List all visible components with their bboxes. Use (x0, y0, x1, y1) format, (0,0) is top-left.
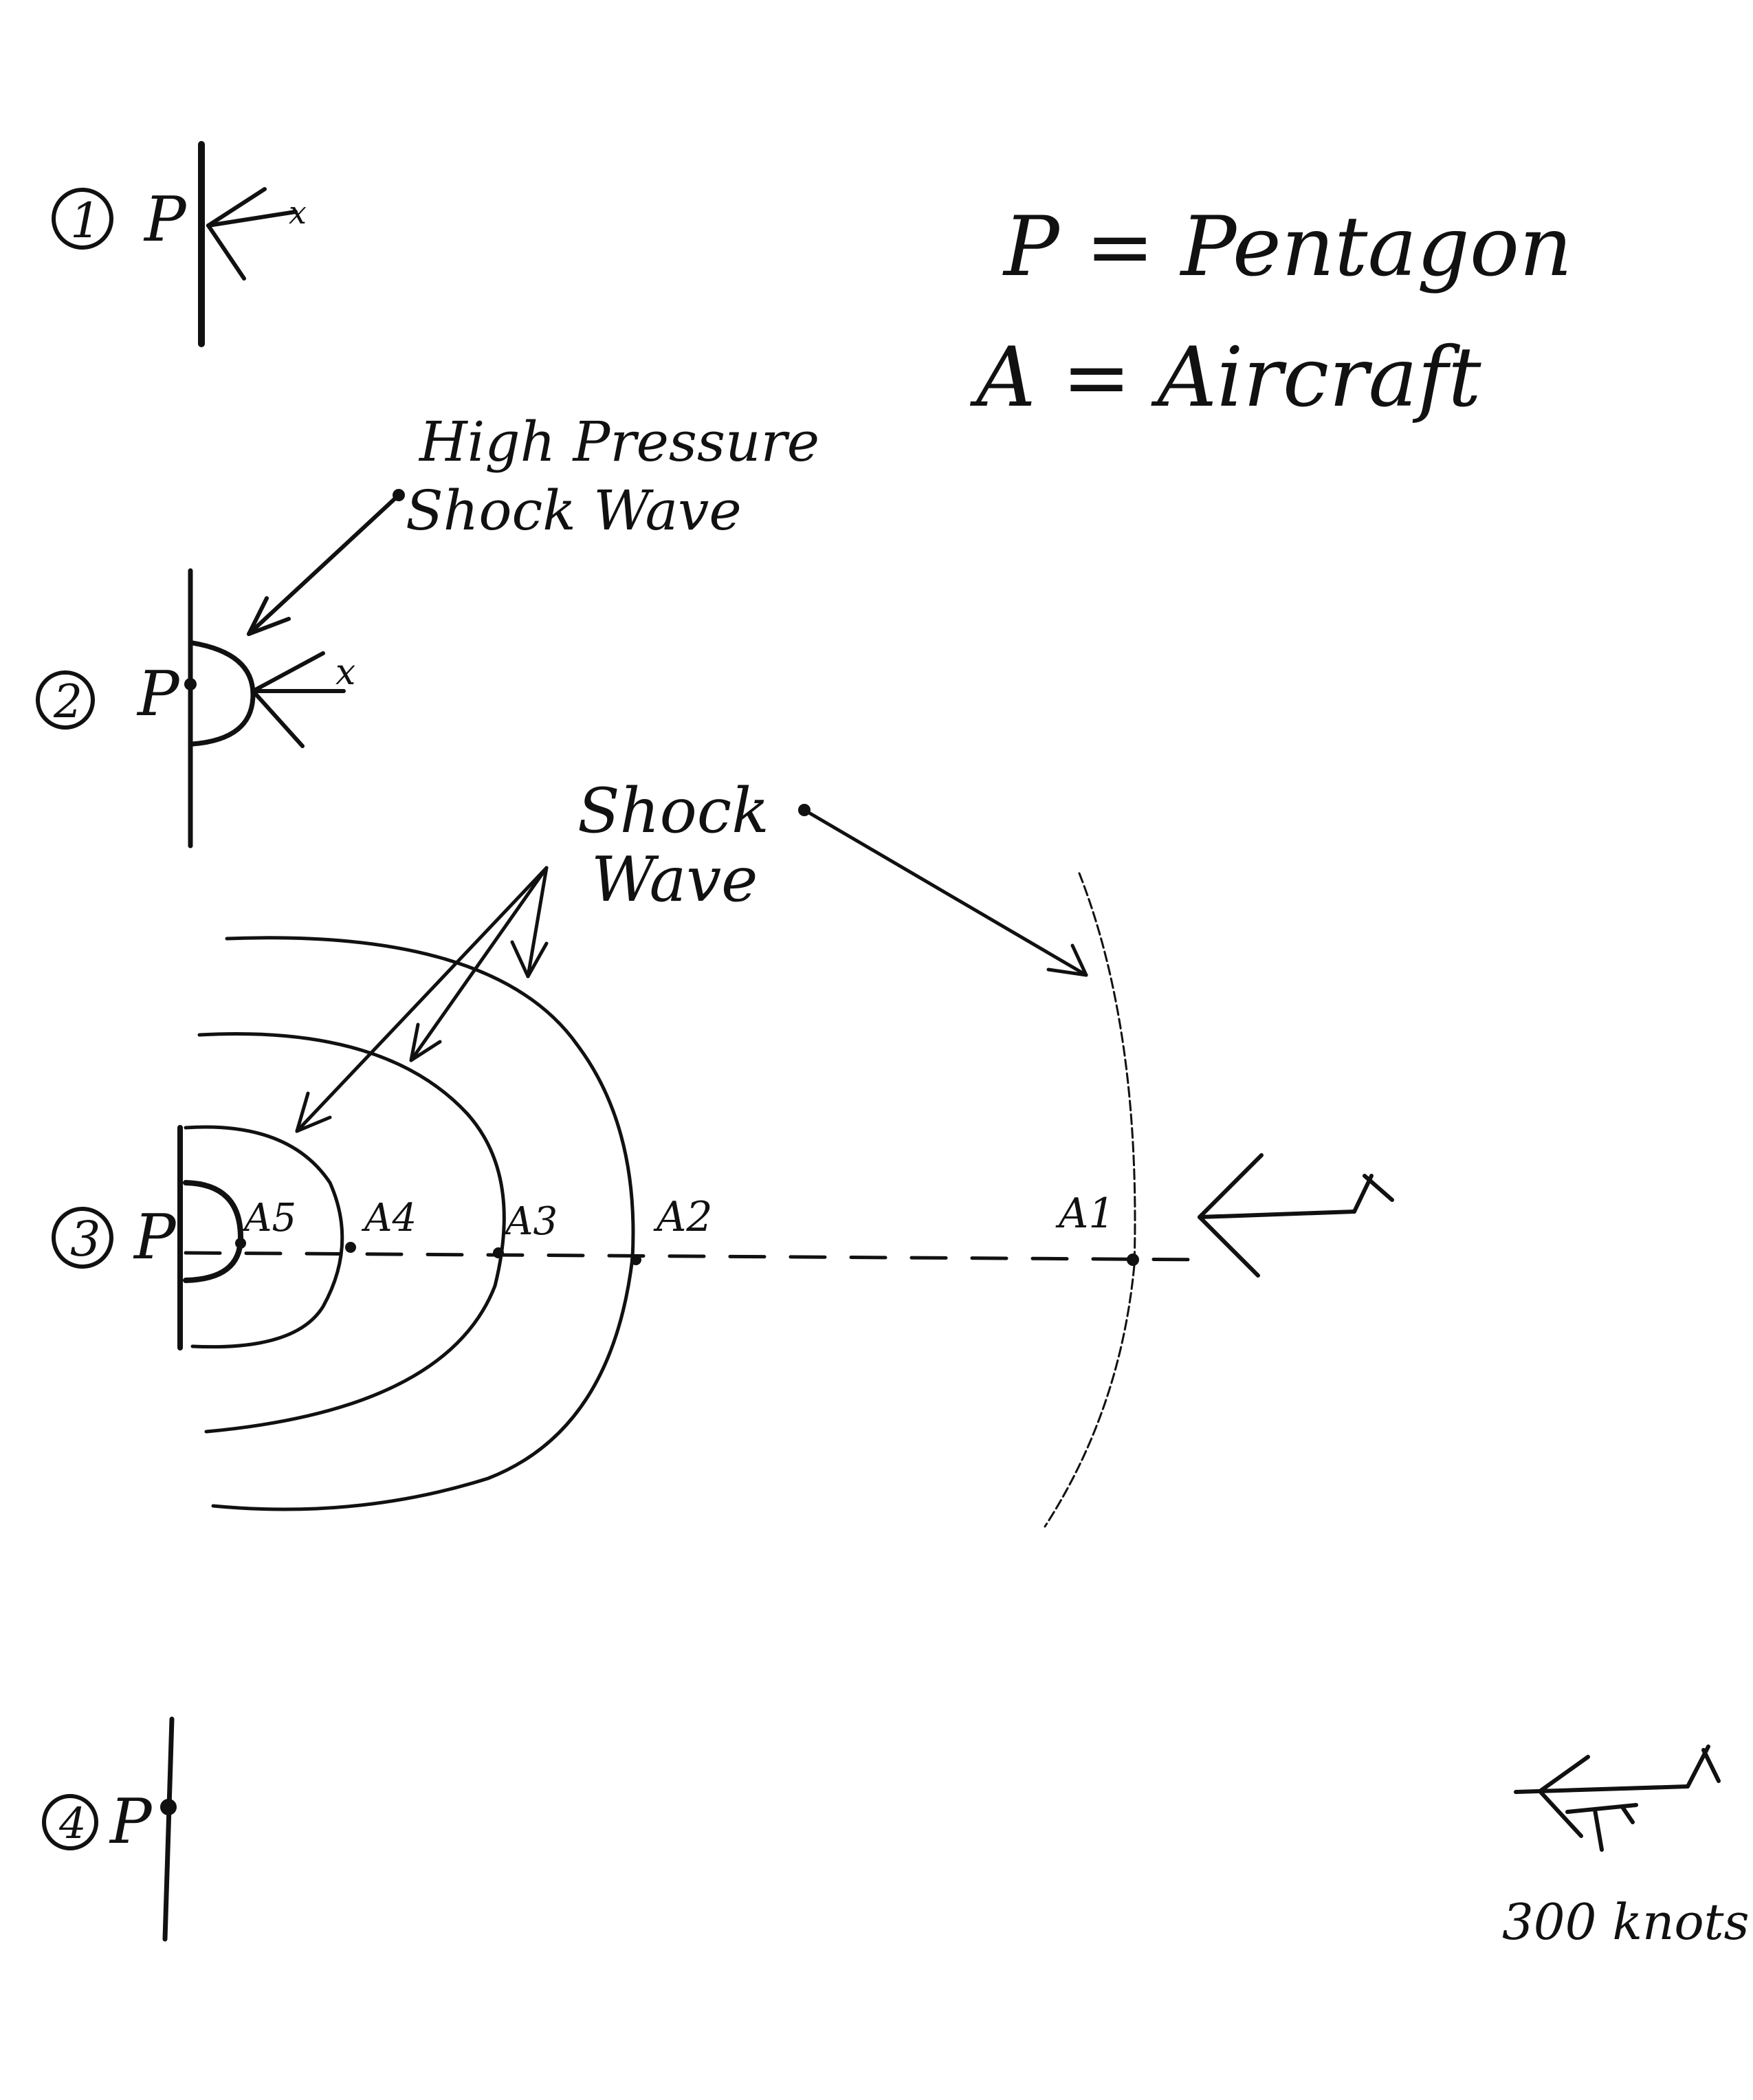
panel-2-number: 2 (53, 675, 82, 728)
point-label-a5: A5 (241, 1196, 296, 1240)
point-a1-dot (1127, 1254, 1139, 1266)
point-label-a2: A2 (653, 1193, 713, 1241)
shock-wave-label: Shock Wave (406, 479, 742, 543)
shock-wave-arc-a4 (184, 1125, 344, 1349)
panel-4-number: 4 (58, 1798, 86, 1848)
point-a2-dot (630, 1254, 641, 1265)
panel-2-p-label: P (136, 658, 180, 730)
panel-4-p-label: P (109, 1786, 153, 1858)
flight-path (184, 1251, 1212, 1262)
high-pressure-shock-wave (190, 640, 256, 747)
point-label-a3: A3 (502, 1199, 558, 1244)
svg-text:x: x (335, 652, 355, 693)
point-a3-dot (493, 1247, 504, 1258)
shock-label: Shock (577, 775, 769, 847)
legend-aircraft: A = Aircraft (969, 330, 1481, 426)
point-label-a4: A4 (361, 1196, 417, 1240)
panel-3-number: 3 (70, 1211, 101, 1267)
panel-1-number-circle (52, 188, 113, 250)
shock-wave-arc-a3 (197, 1031, 506, 1434)
high-pressure-label: High Pressure (418, 410, 819, 474)
wave-label: Wave (591, 844, 758, 916)
shock-wave-pointer-arrows (295, 804, 1088, 1133)
panel-1-p-label: P (143, 184, 187, 256)
svg-text:x: x (289, 194, 307, 231)
aircraft-arrow-icon: x (206, 187, 307, 281)
shock-wave-arc-a1 (1044, 872, 1136, 1528)
shock-wave-arc-a5 (183, 1180, 243, 1283)
panel-3-number-circle (52, 1207, 113, 1269)
wind-barb-icon (1514, 1744, 1721, 1852)
pentagon-wall (162, 1716, 175, 1942)
panel-3-p-label: P (133, 1201, 177, 1273)
legend-pentagon: P = Pentagon (1002, 199, 1572, 295)
wind-speed-label: 300 knots (1502, 1893, 1750, 1951)
point-a5-dot (235, 1238, 246, 1249)
aircraft-arrow-icon: x (251, 651, 355, 748)
aircraft-arrow-icon (1198, 1153, 1394, 1278)
panel-3: 3 P A5 A4 A3 A2 A1 Shock Wa (52, 775, 1394, 1528)
panel-4: 4 P (42, 1716, 177, 1942)
panel-1-number: 1 (70, 193, 101, 249)
panel-4-number-circle (42, 1794, 98, 1850)
point-label-a1: A1 (1055, 1190, 1115, 1238)
panel-2: 2 P x High Pressure Shock Wave (36, 410, 819, 849)
point-a4-dot (345, 1242, 356, 1253)
annotation-arrow (247, 489, 405, 636)
legend: P = Pentagon A = Aircraft (969, 199, 1572, 426)
panel-2-number-circle (36, 670, 95, 730)
panel-1: 1 P x (52, 141, 307, 347)
